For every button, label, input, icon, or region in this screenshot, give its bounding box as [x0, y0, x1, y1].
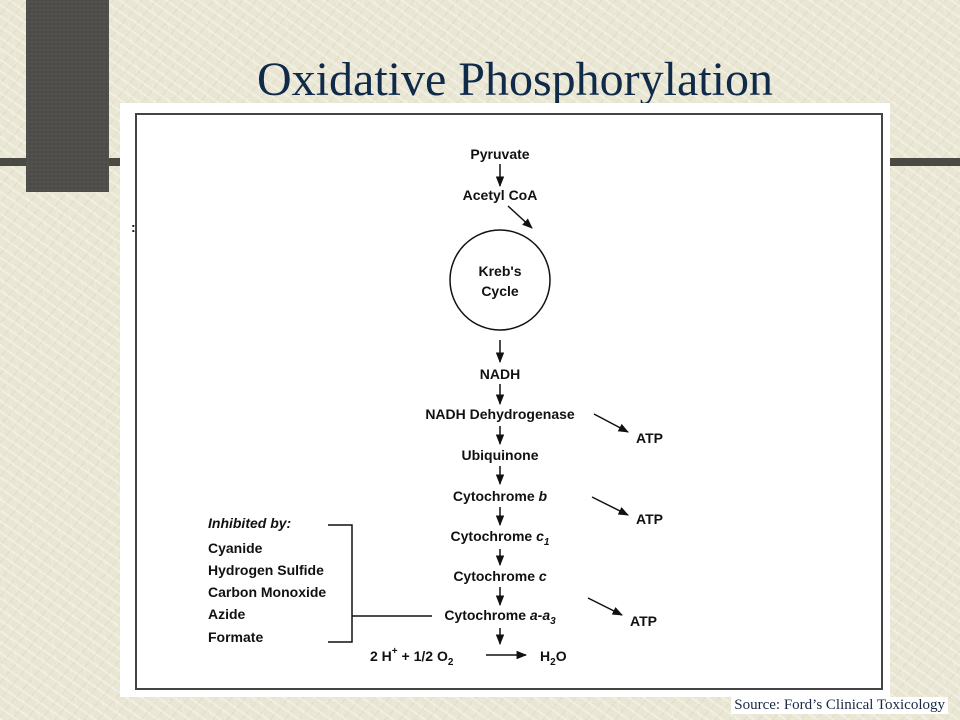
atp-arrow-3	[587, 597, 623, 616]
pyruvate-label: Pyruvate	[470, 146, 529, 162]
decorative-block	[26, 0, 109, 192]
cytochrome-aa3-label: Cytochrome a-a3	[444, 607, 556, 627]
acetyl-coa-label: Acetyl CoA	[463, 187, 538, 203]
reaction-reactants: 2 H+ + 1/2 O2	[370, 646, 454, 668]
krebs-cycle-circle	[449, 229, 551, 331]
inhibitors-heading: Inhibited by:	[208, 515, 291, 531]
reaction-product: H2O	[540, 648, 567, 668]
atp-arrow-2	[591, 496, 629, 516]
source-caption: Source: Ford’s Clinical Toxicology	[731, 697, 948, 714]
arrow-acetylcoa-krebs	[507, 205, 533, 229]
krebs-label-line2: Cycle	[481, 283, 519, 299]
atp-label-3: ATP	[630, 613, 657, 629]
inhibitor-bracket	[328, 524, 353, 643]
page-title: Oxidative Phosphorylation	[257, 53, 773, 106]
inhibitor-item: Azide	[208, 606, 246, 622]
atp-arrow-1	[593, 413, 629, 433]
cytochrome-b-label: Cytochrome b	[453, 488, 548, 504]
inhibitor-item: Hydrogen Sulfide	[208, 562, 324, 578]
cytochrome-c-label: Cytochrome c	[453, 568, 547, 584]
figure-frame	[135, 113, 883, 690]
inhibitor-item: Carbon Monoxide	[208, 584, 326, 600]
ubiquinone-label: Ubiquinone	[462, 447, 539, 463]
inhibitor-item: Formate	[208, 629, 263, 645]
inhibitor-item: Cyanide	[208, 540, 263, 556]
nadh-dehydrogenase-label: NADH Dehydrogenase	[425, 406, 575, 422]
krebs-label-line1: Kreb's	[478, 263, 521, 279]
nadh-label: NADH	[480, 366, 520, 382]
stray-mark: :	[131, 219, 136, 235]
atp-label-1: ATP	[636, 430, 663, 446]
atp-label-2: ATP	[636, 511, 663, 527]
cytochrome-c1-label: Cytochrome c1	[451, 528, 550, 548]
figure-background	[120, 103, 890, 697]
